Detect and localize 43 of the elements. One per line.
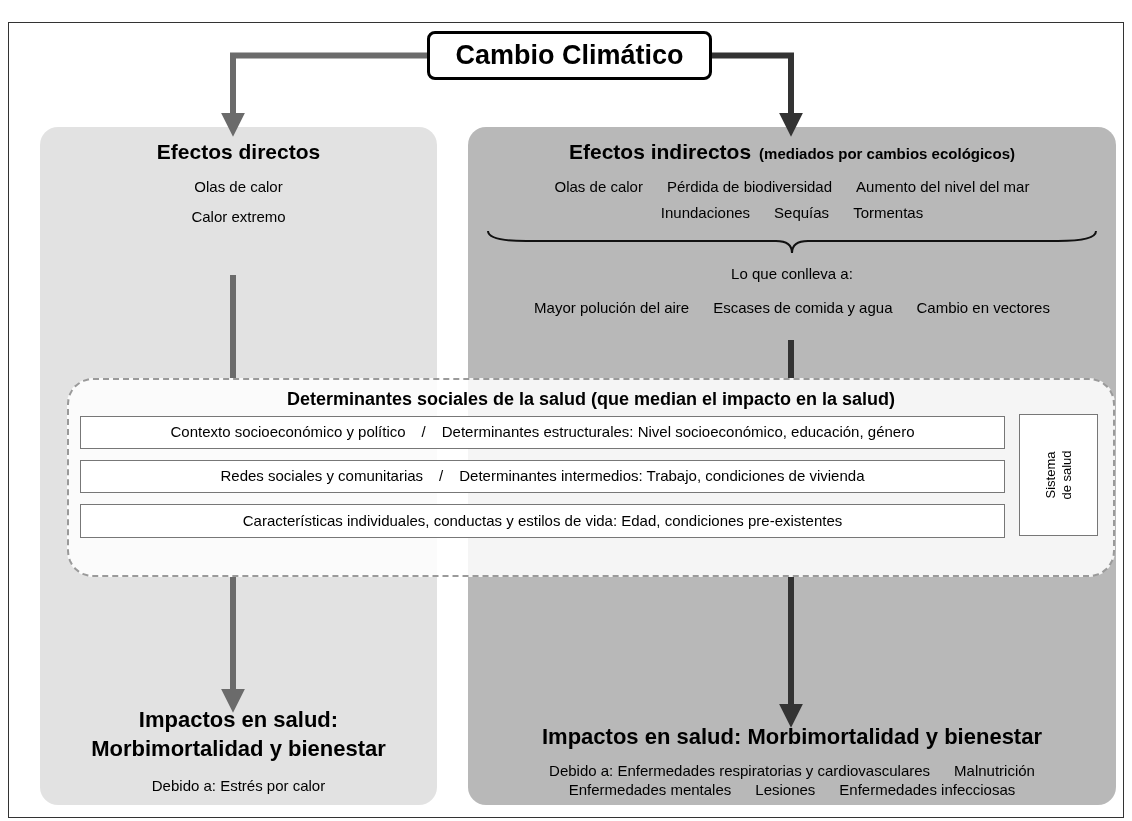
row-text: Contexto socioeconómico y político xyxy=(170,422,406,443)
effect-item: Olas de calor xyxy=(554,176,643,197)
heading: Efectos directos xyxy=(156,139,321,165)
impact-item: Enfermedades infecciosas xyxy=(839,780,1016,799)
row-text: / xyxy=(439,466,444,487)
arrow xyxy=(712,52,803,137)
arrow xyxy=(221,577,245,713)
arrow xyxy=(221,52,427,137)
impact-item: Malnutrición xyxy=(954,761,1035,780)
effect-item: Pérdida de biodiversidad xyxy=(666,176,833,197)
arrow xyxy=(779,577,803,728)
heading: Impactos en salud: Morbimortalidad y bienestar xyxy=(90,706,387,763)
side-label: Sistema de salud xyxy=(1042,449,1075,502)
effect-item: Sequías xyxy=(774,203,830,223)
title: Cambio Climático xyxy=(455,39,684,73)
row-text: Redes sociales y comunitarias xyxy=(220,466,424,487)
title-box xyxy=(427,31,712,80)
effect-item: Tormentas xyxy=(853,203,924,223)
row-text: Determinantes intermedios: Trabajo, condiciones de vivienda xyxy=(459,466,865,487)
heading: Determinantes sociales de la salud (que median el impacto en la salud) xyxy=(286,388,896,411)
impact-item: Lesiones xyxy=(755,780,816,799)
row-text: Determinantes estructurales: Nivel socioeconómico, educación, género xyxy=(441,422,915,443)
row-text: / xyxy=(421,422,426,443)
effect-item: Escases de comida y agua xyxy=(713,298,893,318)
impact-item: Enfermedades mentales xyxy=(568,780,732,799)
row-box xyxy=(80,416,1005,449)
row-box xyxy=(80,504,1005,538)
effect-item: Mayor polución del aire xyxy=(534,298,690,318)
subheading: (mediados por cambios ecológicos) xyxy=(759,144,1015,164)
row-box xyxy=(80,460,1005,493)
impact-item: Debido a: Estrés por calor xyxy=(151,776,326,796)
note: Lo que conlleva a: xyxy=(731,263,853,284)
impact-item: Debido a: Enfermedades respiratorias y cardiovasculares xyxy=(549,761,931,780)
row-text: Características individuales, conductas y estilos de vida: Edad, condiciones pre-existentes xyxy=(242,510,843,531)
dashed-panel xyxy=(67,378,1115,577)
effect-item: Olas de calor xyxy=(194,176,283,197)
heading: Impactos en salud: Morbimortalidad y bienestar xyxy=(542,723,1042,751)
effect-item: Cambio en vectores xyxy=(916,298,1050,318)
effect-item: Inundaciones xyxy=(660,203,751,223)
effect-item: Calor extremo xyxy=(191,207,286,227)
effect-item: Aumento del nivel del mar xyxy=(856,176,1030,197)
heading: Efectos indirectos xyxy=(569,139,752,165)
side-box xyxy=(1019,414,1098,536)
